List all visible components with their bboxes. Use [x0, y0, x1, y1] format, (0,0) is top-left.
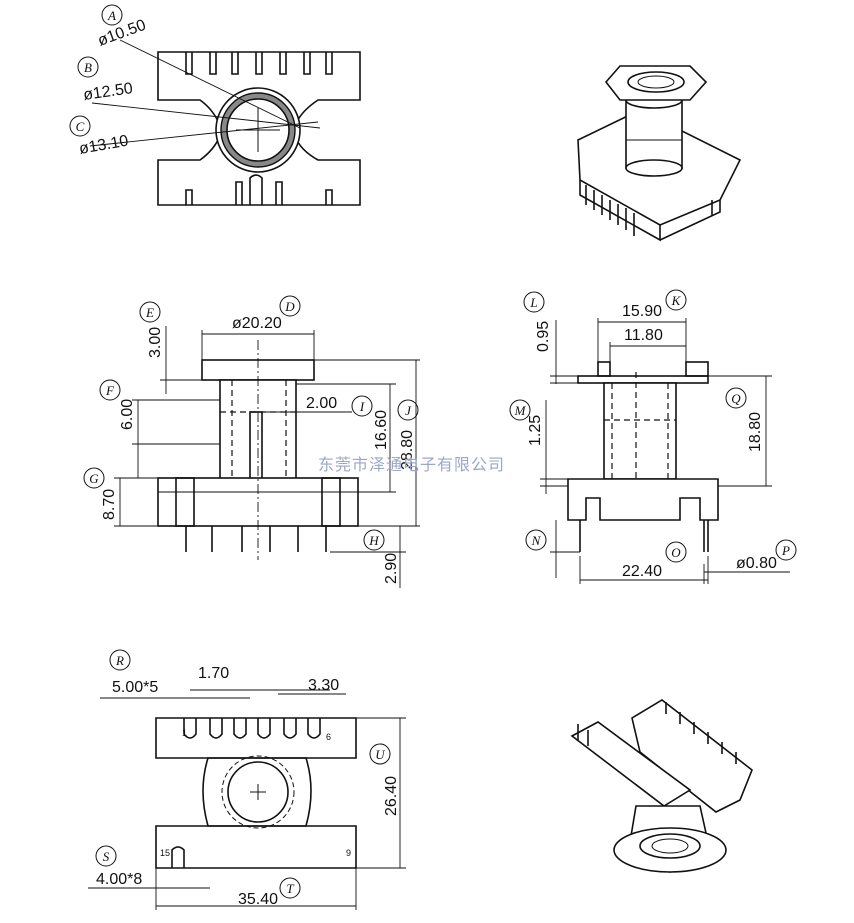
- dim-r-pitch: 5.00*5: [112, 679, 158, 696]
- dim-pin-len: 2.90: [383, 553, 400, 584]
- callout-n: N: [531, 533, 542, 548]
- callout-u: U: [375, 747, 386, 762]
- dim-base-h: 8.70: [101, 489, 118, 520]
- bottom-lower-slots: [171, 846, 185, 868]
- leader-b: [91, 102, 321, 129]
- leader-a: [119, 39, 301, 129]
- bottom-lower-bar: [155, 825, 357, 869]
- front-pins: [185, 526, 327, 552]
- dim-inner-h: 16.60: [373, 410, 390, 450]
- pin-number-15: 15: [160, 848, 170, 858]
- watermark: 东莞市泽通电子有限公司: [318, 455, 505, 474]
- callout-b-label: B: [84, 60, 92, 75]
- top-upper-slots: [185, 52, 333, 75]
- dim-i: 2.00: [306, 395, 337, 412]
- pin-number-6: 6: [326, 732, 331, 742]
- side-base: [567, 478, 719, 521]
- bottom-body: [202, 757, 312, 827]
- pin-number-9: 9: [346, 848, 351, 858]
- iso2-upper-bar: [631, 699, 753, 813]
- top-lower-slots: [185, 174, 333, 205]
- side-core: [603, 382, 677, 480]
- callout-r: R: [115, 653, 124, 668]
- dim-k-outer: 15.90: [622, 303, 662, 320]
- callout-c: [69, 115, 91, 137]
- dim-f: 6.00: [119, 399, 136, 430]
- callout-t: T: [286, 881, 294, 896]
- callout-k: K: [671, 293, 682, 308]
- dim-l: 0.95: [535, 321, 552, 352]
- dim-flange-thk: 3.00: [147, 327, 164, 358]
- side-view: 15.90 K 11.80 L 0.95 M 1.25 18.80 Q N 22…: [509, 289, 797, 584]
- dim-gap1: 1.70: [198, 665, 229, 682]
- callout-f: F: [105, 383, 115, 398]
- top-view: A B C ø10.50 ø12.50 ø13.10: [69, 4, 361, 206]
- iso2-lower-pins: [577, 724, 589, 746]
- dim-total-h: 28.80: [399, 430, 416, 470]
- dim-pitch: 22.40: [622, 563, 662, 580]
- callout-b: [77, 56, 99, 78]
- callout-h: H: [368, 533, 379, 548]
- dim-u: 26.40: [383, 776, 400, 816]
- callout-l: L: [529, 295, 537, 310]
- dim-a: ø10.50: [96, 17, 149, 50]
- dim-b: ø12.50: [82, 80, 134, 104]
- dim-gap2: 3.30: [308, 677, 339, 694]
- iso2-lower-bar: [570, 721, 692, 807]
- callout-g: G: [89, 471, 99, 486]
- dim-pin-dia: ø0.80: [736, 555, 777, 572]
- bottom-view: 1 6 15 9 R 5.00*5 1.70 3.30 26.40 U S 4.…: [88, 649, 406, 910]
- bottom-upper-bar: [155, 717, 357, 759]
- bottom-upper-slots: [183, 718, 321, 739]
- callout-a: [101, 4, 123, 26]
- callout-c-label: C: [76, 119, 85, 134]
- callout-e: E: [145, 305, 154, 320]
- dim-m: 1.25: [527, 415, 544, 446]
- dim-flange-dia: ø20.20: [232, 315, 282, 332]
- dim-q: 18.80: [747, 412, 764, 452]
- callout-a-label: A: [107, 8, 116, 23]
- iso1-pins: [585, 185, 713, 236]
- dim-c: ø13.10: [78, 133, 130, 158]
- dim-t: 35.40: [238, 891, 278, 908]
- callout-o: O: [671, 545, 681, 560]
- isometric-view-top: [577, 65, 742, 242]
- dim-s-pitch: 4.00*8: [96, 871, 142, 888]
- dim-k-inner: 11.80: [624, 327, 663, 344]
- front-view: ø20.20 D E 3.00 F 6.00 2.00 I 16.60 28.8…: [83, 295, 420, 588]
- callout-s: S: [103, 849, 110, 864]
- callout-q: Q: [731, 391, 741, 406]
- isometric-view-bottom: [570, 699, 753, 873]
- pin-number-1: 1: [182, 728, 187, 738]
- iso1-bobbin: [625, 99, 683, 169]
- leader-c: [89, 121, 319, 147]
- callout-p: P: [781, 543, 790, 558]
- callout-j: J: [405, 403, 412, 418]
- side-top-plate: [577, 375, 709, 384]
- callout-d: D: [284, 299, 295, 314]
- callout-m: M: [514, 403, 527, 418]
- iso2-upper-pins: [665, 702, 737, 764]
- callout-i: I: [359, 399, 365, 414]
